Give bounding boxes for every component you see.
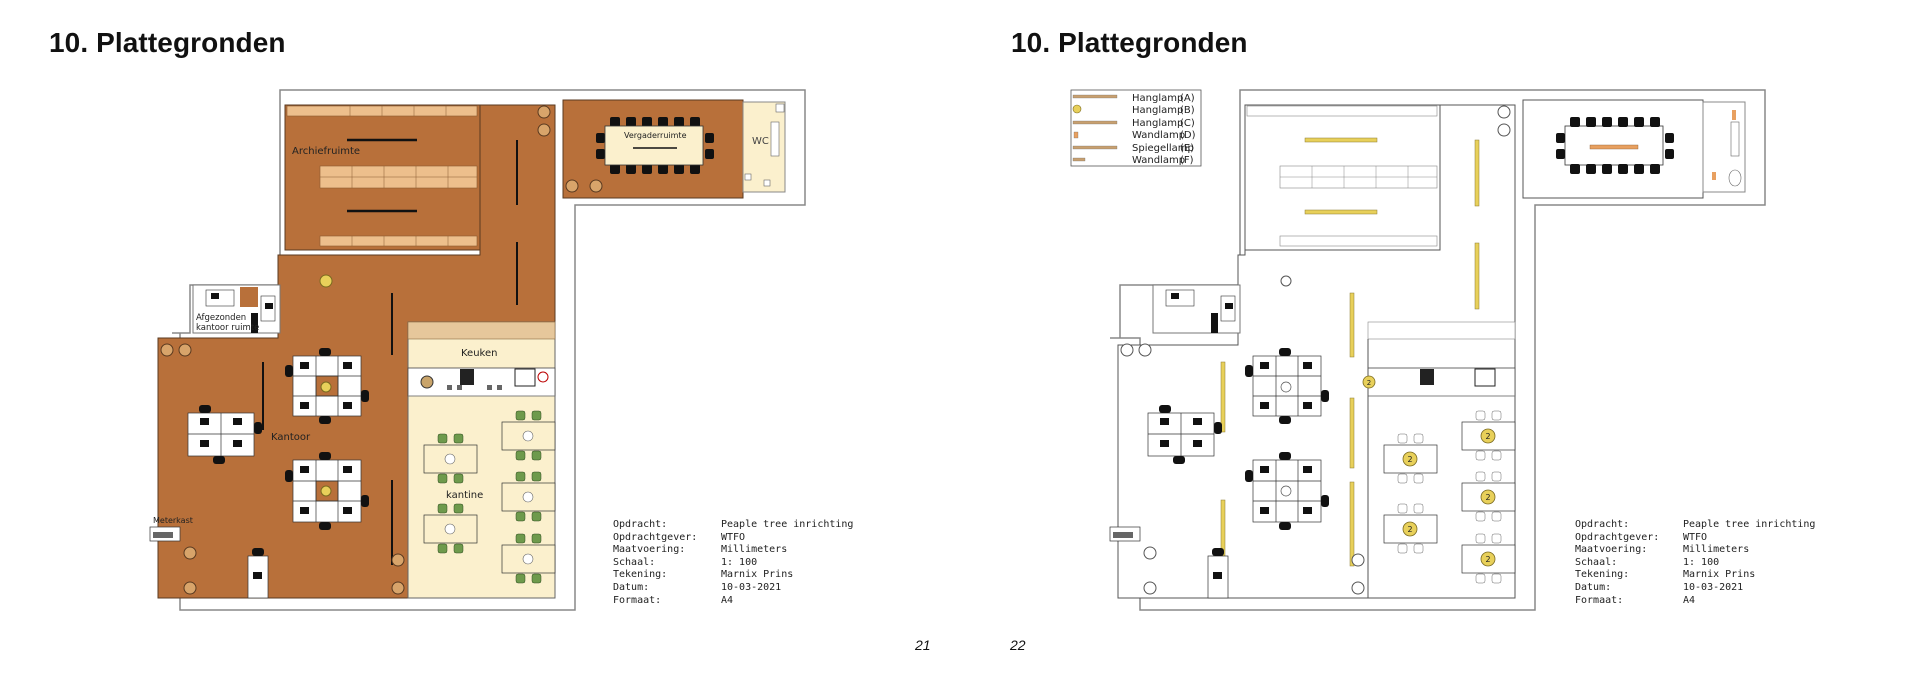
info-value: Peaple tree inrichting <box>721 519 854 530</box>
lamp-marker: 2 <box>1485 493 1490 502</box>
info-label: Datum: <box>1575 581 1612 593</box>
page-number: 21 <box>915 637 931 653</box>
info-label: Formaat: <box>1575 594 1624 606</box>
info-row: Formaat: A4 <box>1575 595 1815 608</box>
info-label: Opdrachtgever: <box>613 531 698 543</box>
kitchen-label: Keuken <box>461 348 497 359</box>
wc-label: WC <box>752 136 769 147</box>
lamp-marker: 2 <box>1407 455 1412 464</box>
info-value: Marnix Prins <box>1683 569 1756 581</box>
info-label: Tekening: <box>613 569 668 581</box>
info-value: A4 <box>1683 594 1696 606</box>
meeting-room-label: Vergaderruimte <box>624 131 687 140</box>
desk-cluster-left <box>187 412 255 457</box>
page-22: 10. Plattegronden <box>960 0 1920 679</box>
lamp-marker: 2 <box>1407 525 1412 534</box>
legend-code: (F) <box>1180 155 1194 166</box>
info-value: Marnix Prins <box>721 569 794 581</box>
title-block: Opdracht: Peaple tree inrichting Opdracht… <box>1575 519 1815 607</box>
info-value: 1: 100 <box>1683 556 1720 568</box>
floor-plan-colored: Archiefruimte Vergaderruimte WC Afgezond… <box>149 89 806 611</box>
lamp-b-markers <box>1362 375 1496 567</box>
info-row: Opdrachtgever: WTFO <box>613 532 853 545</box>
floor-plan-lighting: 2 2 2 2 2 2 <box>1070 89 1766 611</box>
info-value: Peaple tree inrichting <box>1683 519 1816 530</box>
info-label: Datum: <box>613 581 650 593</box>
info-value: 1: 100 <box>721 556 758 568</box>
lighting-legend <box>1070 89 1202 167</box>
page-number: 22 <box>1010 637 1026 653</box>
info-value: WTFO <box>1683 531 1708 543</box>
legend-label: Spiegellamp <box>1132 143 1194 154</box>
legend-label: Hanglamp <box>1132 105 1183 116</box>
private-office-label-2: kantoor ruimte <box>196 323 259 333</box>
info-row: Maatvoering: Millimeters <box>613 544 853 557</box>
info-row: Datum: 10-03-2021 <box>1575 582 1815 595</box>
info-value: 10-03-2021 <box>721 581 782 593</box>
info-label: Opdrachtgever: <box>1575 531 1660 543</box>
info-label: Tekening: <box>1575 569 1630 581</box>
legend-label: Hanglamp <box>1132 118 1183 129</box>
info-row: Formaat: A4 <box>613 595 853 608</box>
canteen-label: kantine <box>446 490 483 501</box>
info-row: Tekening: Marnix Prins <box>613 569 853 582</box>
info-label: Maatvoering: <box>1575 544 1648 556</box>
info-value: Millimeters <box>721 544 788 556</box>
archive-room-label: Archiefruimte <box>292 146 360 157</box>
private-office-label-1: Afgezonden <box>196 313 246 323</box>
legend-code: (D) <box>1180 130 1196 141</box>
info-label: Schaal: <box>1575 556 1618 568</box>
info-value: A4 <box>721 594 734 606</box>
office-label: Kantoor <box>271 432 311 443</box>
page-title: 10. Plattegronden <box>49 27 286 58</box>
legend-label: Wandlamp <box>1132 155 1185 166</box>
info-row: Opdracht: Peaple tree inrichting <box>1575 519 1815 532</box>
info-row: Opdrachtgever: WTFO <box>1575 532 1815 545</box>
meter-cupboard-label: Meterkast <box>153 516 193 525</box>
lamp-marker: 2 <box>1485 555 1490 564</box>
legend-code: (B) <box>1180 105 1195 116</box>
info-label: Maatvoering: <box>613 544 686 556</box>
title-block: Opdracht: Peaple tree inrichting Opdracht… <box>613 519 853 607</box>
info-row: Datum: 10-03-2021 <box>613 582 853 595</box>
info-value: 10-03-2021 <box>1683 581 1744 593</box>
info-row: Maatvoering: Millimeters <box>1575 544 1815 557</box>
lamp-marker: 2 <box>1367 379 1371 387</box>
info-value: Millimeters <box>1683 544 1750 556</box>
info-label: Formaat: <box>613 594 662 606</box>
page-21: 10. Plattegronden <box>49 27 931 653</box>
legend-code: (A) <box>1180 93 1195 104</box>
legend-label: Hanglamp <box>1132 93 1183 104</box>
info-row: Tekening: Marnix Prins <box>1575 569 1815 582</box>
legend-label: Wandlamp <box>1132 130 1185 141</box>
info-row: Schaal: 1: 100 <box>613 557 853 570</box>
info-label: Schaal: <box>613 556 656 568</box>
info-value: WTFO <box>721 531 746 543</box>
legend-code: (C) <box>1180 118 1195 129</box>
info-row: Schaal: 1: 100 <box>1575 557 1815 570</box>
info-row: Opdracht: Peaple tree inrichting <box>613 519 853 532</box>
info-label: Opdracht: <box>1575 519 1630 530</box>
page-title: 10. Plattegronden <box>1011 27 1248 58</box>
legend-code: (E) <box>1180 143 1194 154</box>
meeting-table <box>604 125 704 166</box>
lamp-marker: 2 <box>1485 432 1490 441</box>
info-label: Opdracht: <box>613 519 668 530</box>
